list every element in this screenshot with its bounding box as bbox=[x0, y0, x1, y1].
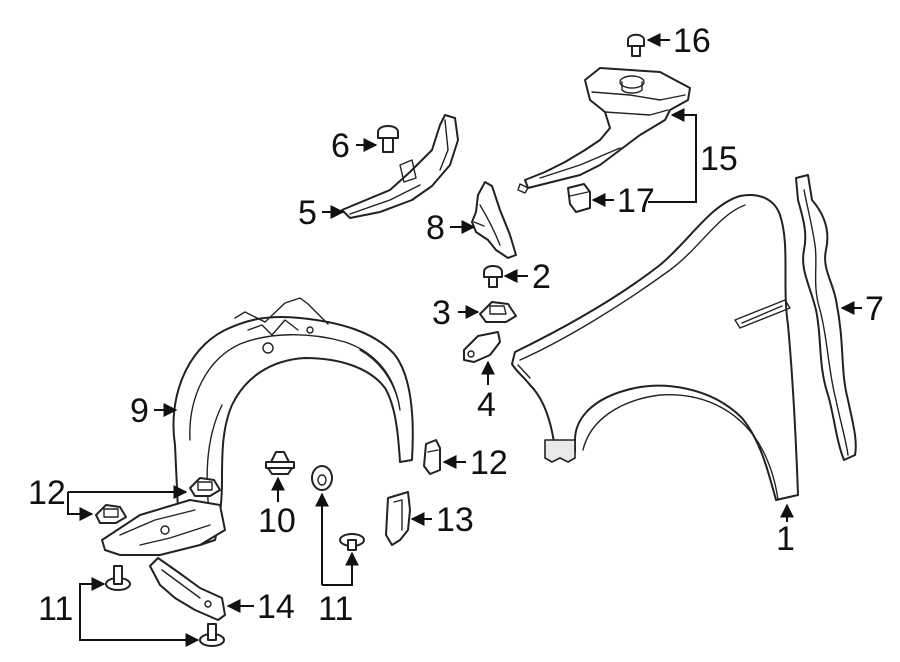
callout-14: 14 bbox=[257, 588, 295, 626]
callout-8: 8 bbox=[426, 209, 445, 247]
liner-deflector-part bbox=[101, 499, 226, 556]
callout-3: 3 bbox=[432, 294, 451, 332]
bracket-5-part bbox=[341, 114, 459, 219]
fender-seal-part bbox=[795, 174, 857, 461]
fender-part bbox=[511, 194, 799, 501]
callout-6: 6 bbox=[331, 127, 350, 165]
callout-2: 2 bbox=[532, 258, 551, 296]
callout-10: 10 bbox=[258, 502, 296, 540]
clip-12c-part bbox=[423, 439, 441, 475]
bracket-14-part bbox=[149, 557, 226, 621]
push-pin-11c-part bbox=[199, 623, 225, 647]
callout-labels: 1 2 3 4 5 6 7 8 9 10 11 11 12 12 13 14 1… bbox=[28, 22, 884, 628]
callout-11-left: 11 bbox=[38, 590, 73, 628]
leader-lines bbox=[67, 33, 862, 647]
callout-11-right: 11 bbox=[318, 590, 353, 628]
bolt-2-part bbox=[483, 265, 503, 288]
callout-9: 9 bbox=[130, 392, 149, 430]
bracket-4-part bbox=[463, 331, 501, 363]
leader-15-top bbox=[670, 108, 697, 158]
callout-1: 1 bbox=[776, 520, 795, 558]
fender-brace-part bbox=[517, 67, 691, 194]
leader-11a-bottom bbox=[79, 608, 200, 647]
push-pin-11b-part bbox=[105, 565, 131, 591]
push-pin-11a-part bbox=[339, 533, 365, 551]
callout-16: 16 bbox=[673, 22, 711, 60]
clip-12b-part bbox=[95, 504, 127, 524]
leader-12a-bottom bbox=[67, 492, 94, 521]
callout-17: 17 bbox=[617, 182, 655, 220]
reinforcement-13-part bbox=[385, 491, 411, 546]
leader-15-bottom bbox=[648, 158, 697, 203]
retainer-10-part bbox=[265, 451, 295, 475]
grommet-11-part bbox=[311, 465, 333, 491]
callout-12-left: 12 bbox=[28, 474, 66, 512]
fender-liner-part bbox=[172, 297, 414, 546]
callout-13: 13 bbox=[436, 501, 474, 539]
leader-11b-right bbox=[322, 551, 359, 586]
callout-15: 15 bbox=[700, 140, 738, 178]
callout-5: 5 bbox=[298, 194, 317, 232]
callout-12-right: 12 bbox=[470, 444, 508, 482]
clip-17-part bbox=[567, 183, 591, 213]
leader-11a-top bbox=[79, 577, 106, 608]
splash-shield-part bbox=[471, 181, 517, 259]
bolt-16-part bbox=[627, 33, 645, 57]
callout-4: 4 bbox=[477, 386, 496, 424]
nut-3-part bbox=[479, 301, 517, 323]
callout-7: 7 bbox=[865, 290, 884, 328]
bolt-6-part bbox=[377, 125, 399, 153]
clip-12a-part bbox=[189, 477, 221, 497]
